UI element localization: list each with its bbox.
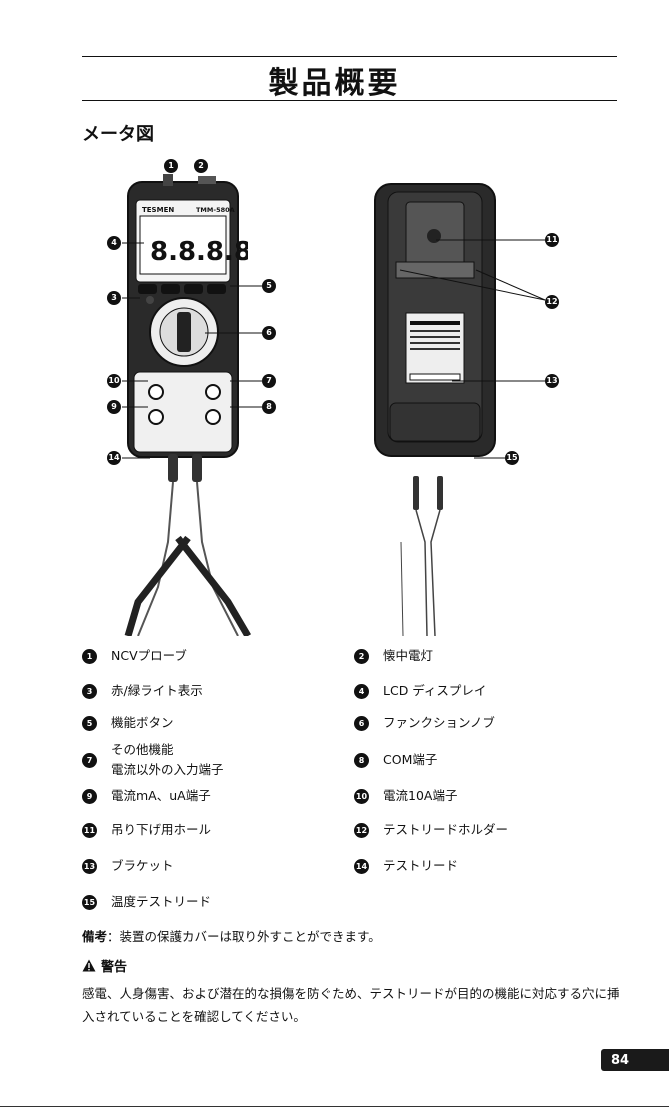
model-label: TMM-580A xyxy=(196,206,235,214)
callout-15: 15 xyxy=(505,451,519,465)
callout-14: 14 xyxy=(107,451,121,465)
meter-front-illustration: TESMEN TMM-580A 8.8.8.8 xyxy=(127,174,248,458)
title-rule xyxy=(82,100,617,101)
function-buttons xyxy=(138,284,226,294)
legend-7-line-1: その他機能 xyxy=(111,742,174,757)
note-prefix: 備考 xyxy=(82,929,108,944)
callout-4: 4 xyxy=(107,236,121,250)
section-title: メータ図 xyxy=(82,124,154,145)
page-number: 84 xyxy=(601,1049,669,1071)
warning-title: 警告 xyxy=(82,956,127,975)
callout-3: 3 xyxy=(107,291,121,305)
callout-12: 12 xyxy=(545,295,559,309)
warning-body: 感電、人身傷害、および潜在的な損傷を防ぐため、テストリードが目的の機能に対応する… xyxy=(82,986,620,1024)
top-rule xyxy=(82,56,617,57)
callout-5: 5 xyxy=(262,279,276,293)
callout-8: 8 xyxy=(262,400,276,414)
page-title: 製品概要 xyxy=(268,66,401,101)
callout-10: 10 xyxy=(107,374,121,388)
legend-item-7: 7 その他機能電流以外の入力端子 xyxy=(82,740,224,780)
bottom-rule xyxy=(0,1106,669,1107)
warning-triangle-icon xyxy=(82,959,96,972)
callout-leader-lines xyxy=(122,239,546,459)
test-leads-illustration xyxy=(124,454,252,636)
callout-1: 1 xyxy=(164,159,178,173)
note-text: ：装置の保護カバーは取り外すことができます。 xyxy=(107,929,381,944)
display-digits: 8.8.8.8 xyxy=(150,237,248,267)
callout-2: 2 xyxy=(194,159,208,173)
callout-11: 11 xyxy=(545,233,559,247)
callout-6: 6 xyxy=(262,326,276,340)
meter-back-illustration xyxy=(374,183,496,457)
callout-13: 13 xyxy=(545,374,559,388)
temperature-lead-illustration xyxy=(400,476,443,636)
callout-7: 7 xyxy=(262,374,276,388)
note: 備考：装置の保護カバーは取り外すことができます。 xyxy=(82,926,381,945)
callout-9: 9 xyxy=(107,400,121,414)
brand-label: TESMEN xyxy=(142,206,174,214)
legend-7-line-2: 電流以外の入力端子 xyxy=(111,762,224,777)
